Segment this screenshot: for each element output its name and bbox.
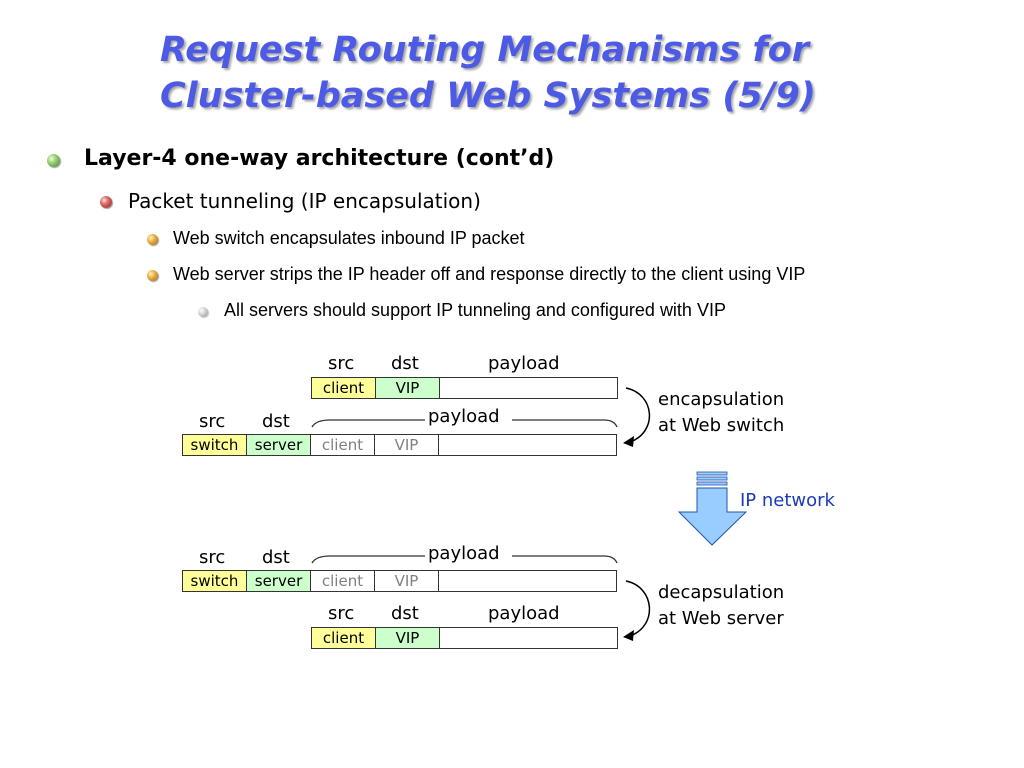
encapsulation-note-line-1: encapsulation bbox=[658, 389, 785, 410]
slide-title-line-1: Request Routing Mechanisms for bbox=[160, 30, 810, 70]
payload-cell bbox=[439, 377, 618, 399]
bullet-text: Web switch encapsulates inbound IP packe… bbox=[173, 228, 525, 248]
header-dst: dst bbox=[391, 603, 419, 624]
header-src: src bbox=[328, 603, 355, 624]
decapsulation-arrow bbox=[625, 580, 651, 637]
bullet-ball-icon bbox=[147, 270, 158, 281]
dst-cell-server: server bbox=[246, 434, 311, 456]
slide-title-line-2: Cluster-based Web Systems (5/9) bbox=[160, 76, 816, 116]
bullet-ball-icon bbox=[147, 234, 158, 245]
dst-cell-server: server bbox=[246, 570, 311, 592]
packet-encapsulated: switch server client VIP bbox=[182, 434, 617, 456]
payload-brace-lower bbox=[311, 555, 618, 564]
dst-cell-vip: VIP bbox=[375, 377, 440, 399]
header-dst: dst bbox=[391, 353, 419, 374]
decapsulation-note-line-1: decapsulation bbox=[658, 582, 785, 603]
decapsulation-arrowhead bbox=[623, 630, 634, 641]
src-cell-switch: switch bbox=[182, 434, 247, 456]
src-cell-client: client bbox=[311, 627, 376, 649]
header-src: src bbox=[199, 411, 226, 432]
encapsulation-arrowhead bbox=[623, 436, 634, 447]
header-payload: payload bbox=[428, 543, 500, 564]
bullet-text: Web server strips the IP header off and … bbox=[173, 264, 806, 284]
src-cell-switch: switch bbox=[182, 570, 247, 592]
packet-original: client VIP bbox=[311, 377, 618, 399]
inner-dst-cell-vip: VIP bbox=[374, 434, 439, 456]
header-payload: payload bbox=[428, 406, 500, 427]
decapsulation-note-line-2: at Web server bbox=[658, 608, 784, 629]
payload-cell bbox=[438, 434, 617, 456]
payload-cell bbox=[438, 570, 617, 592]
src-cell-client: client bbox=[311, 377, 376, 399]
encapsulation-note-line-2: at Web switch bbox=[658, 415, 785, 436]
network-label: IP network bbox=[740, 490, 835, 511]
payload-cell bbox=[439, 627, 618, 649]
header-src: src bbox=[199, 547, 226, 568]
encapsulation-note: encapsulation at Web switch bbox=[658, 387, 784, 439]
inner-dst-cell-vip: VIP bbox=[374, 570, 439, 592]
encapsulation-arrow bbox=[625, 387, 651, 443]
header-payload: payload bbox=[488, 353, 560, 374]
packet-decapsulated: client VIP bbox=[311, 627, 618, 649]
dst-cell-vip: VIP bbox=[375, 627, 440, 649]
bullet-text: Layer-4 one-way architecture (cont’d) bbox=[84, 146, 555, 171]
network-arrow bbox=[677, 471, 748, 546]
header-src: src bbox=[328, 353, 355, 374]
bullet-ball-icon bbox=[100, 196, 112, 208]
packet-arrived: switch server client VIP bbox=[182, 570, 617, 592]
bullet-ball-icon bbox=[198, 307, 208, 317]
bullet-text: All servers should support IP tunneling … bbox=[224, 300, 726, 320]
bullet-ball-icon bbox=[47, 154, 60, 167]
inner-src-cell-client: client bbox=[310, 434, 375, 456]
decapsulation-note: decapsulation at Web server bbox=[658, 580, 784, 632]
header-dst: dst bbox=[262, 411, 290, 432]
header-dst: dst bbox=[262, 547, 290, 568]
header-payload: payload bbox=[488, 603, 560, 624]
payload-brace-upper bbox=[311, 419, 618, 428]
bullet-text: Packet tunneling (IP encapsulation) bbox=[128, 189, 481, 213]
inner-src-cell-client: client bbox=[310, 570, 375, 592]
